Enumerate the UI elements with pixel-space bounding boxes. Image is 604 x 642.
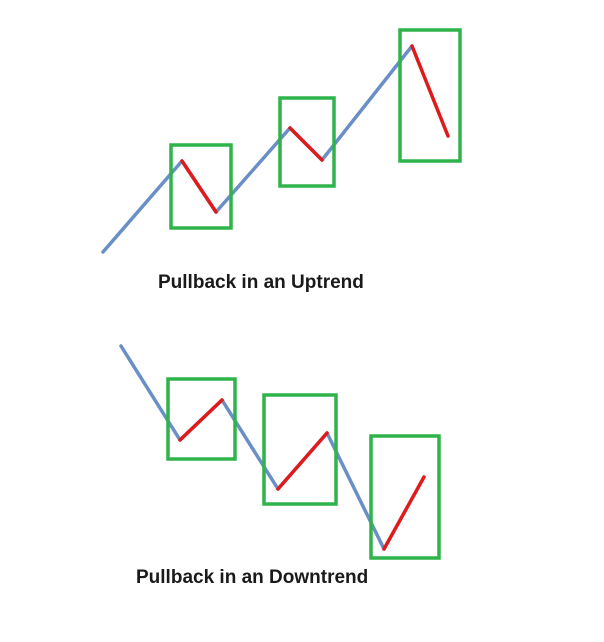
downtrend-pullback-box-3: [369, 434, 441, 560]
downtrend-pullback-3: [382, 475, 426, 551]
uptrend-pullback-box-3: [398, 28, 462, 163]
uptrend-caption: Pullback in an Uptrend: [158, 272, 364, 293]
uptrend-diagram: [101, 28, 462, 254]
downtrend-caption: Pullback in an Downtrend: [136, 567, 369, 588]
uptrend-trend-line: [101, 44, 414, 254]
uptrend-pullback-3: [410, 44, 450, 138]
downtrend-pullback-box-2: [262, 393, 338, 506]
downtrend-pullback-box-1: [166, 377, 237, 461]
uptrend-pullback-2: [288, 126, 324, 162]
downtrend-diagram: [119, 344, 441, 560]
downtrend-pullback-1: [178, 398, 224, 442]
uptrend-pullback-box-2: [278, 96, 336, 188]
uptrend-pullback-box-1: [169, 143, 233, 230]
uptrend-pullback-1: [180, 159, 218, 214]
downtrend-pullback-2: [276, 431, 329, 491]
downtrend-trend-line: [119, 344, 386, 551]
